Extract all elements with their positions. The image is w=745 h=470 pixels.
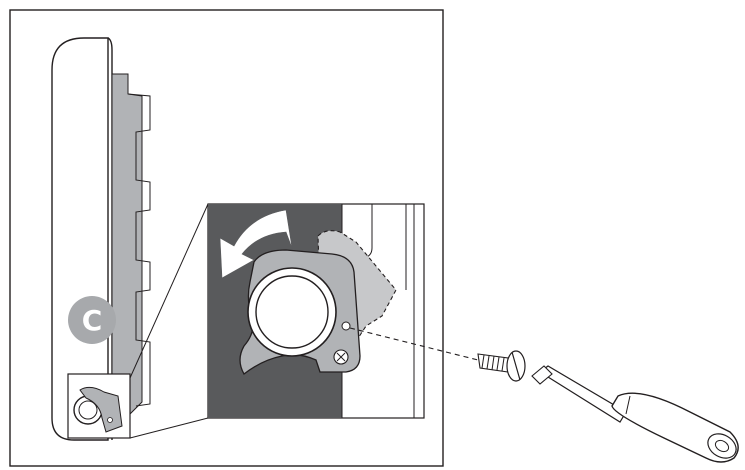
detail-box-small [67,373,131,439]
alignment-hole [341,321,351,331]
alignment-guide-line [349,327,479,361]
zoom-lines [129,203,209,439]
zoom-detail-view [207,203,425,419]
callout-badge: C [68,296,116,344]
device-body [51,37,113,441]
screw-icon [477,350,526,382]
bracket-screw-icon [333,349,349,365]
callout-badge-circle [68,296,116,344]
rotate-arrow-icon [219,209,293,279]
callout-badge-label: C [82,304,103,337]
screwdriver-icon [531,365,739,463]
hub-inner [255,275,329,349]
